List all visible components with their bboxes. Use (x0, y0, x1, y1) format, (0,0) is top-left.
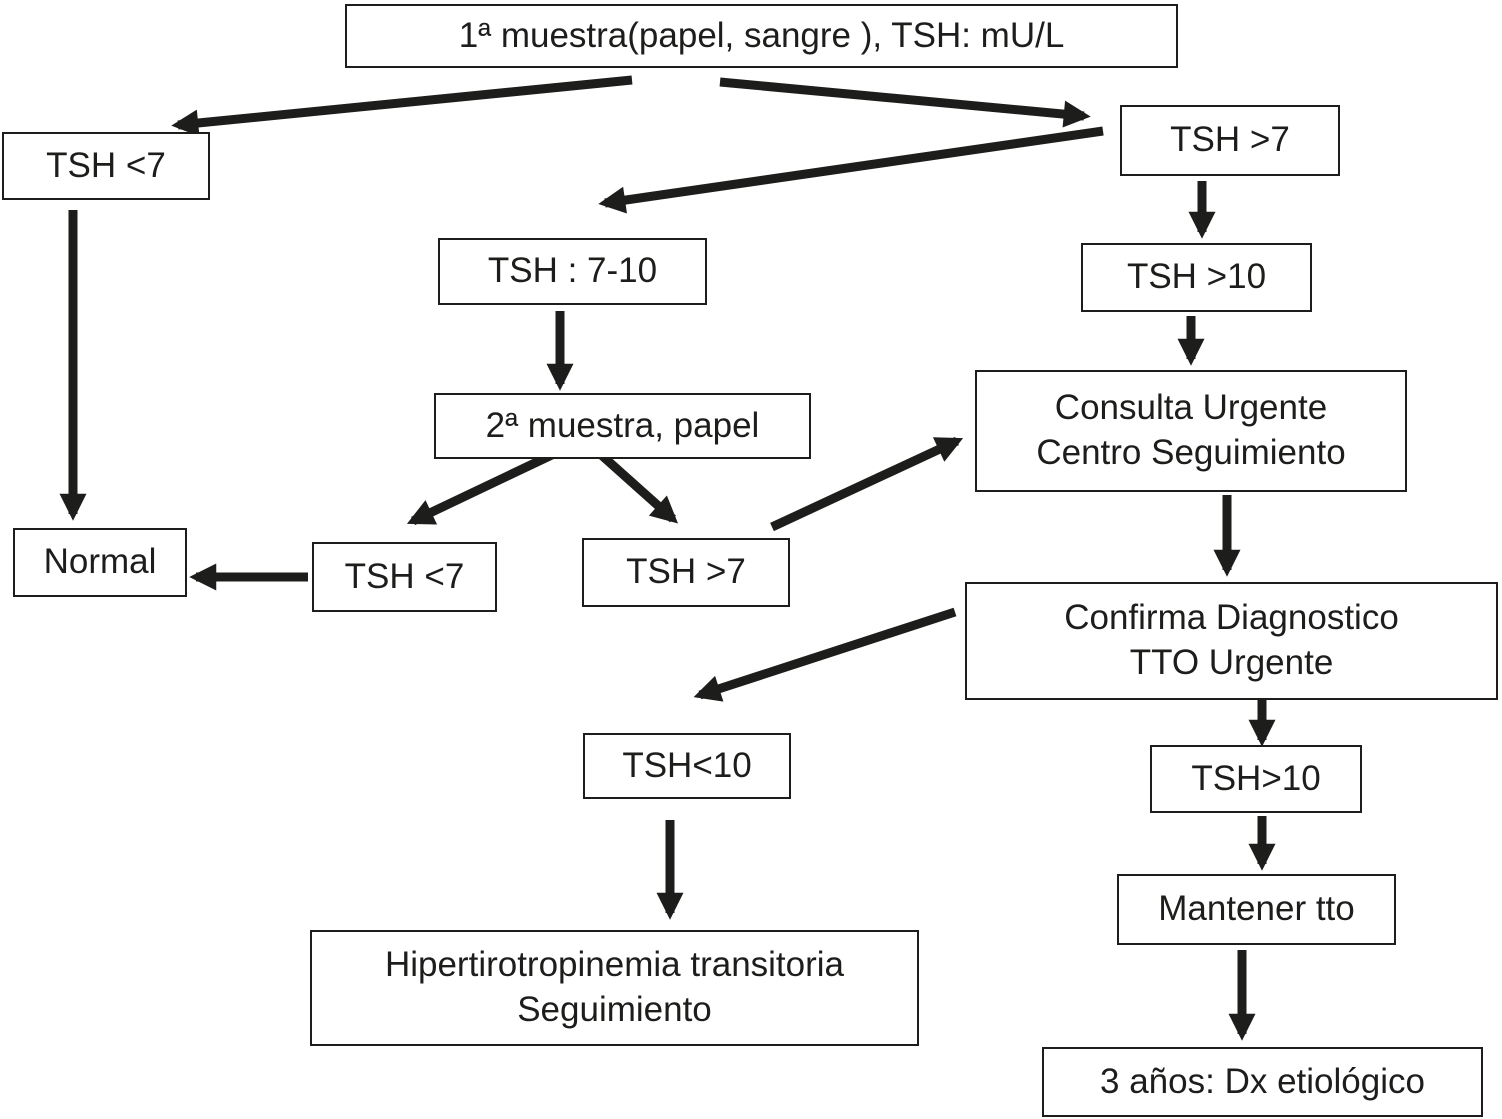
node-tsh-lt7-segunda-label: TSH <7 (344, 556, 465, 596)
node-dx-etiologico: 3 años: Dx etiológico (1042, 1047, 1483, 1117)
arrow-segunda-to-tsh-lt7b (406, 447, 560, 526)
node-confirma-diagnostico: Confirma Diagnostico TTO Urgente (965, 582, 1498, 700)
node-tsh-7-10: TSH : 7-10 (438, 238, 707, 305)
node-primera-muestra-label: 1ª muestra(papel, sangre ), TSH: mU/L (458, 15, 1065, 55)
node-hipertirotropinemia: Hipertirotropinemia transitoria Seguimie… (310, 930, 919, 1046)
node-segunda-muestra: 2ª muestra, papel (434, 393, 811, 459)
node-tsh-gt10-inicial-label: TSH >10 (1126, 257, 1267, 297)
node-tsh-gt10-control: TSH>10 (1150, 745, 1362, 813)
node-tsh-lt7-segunda: TSH <7 (312, 542, 497, 612)
arrow-primera-to-tsh-gt7a (719, 77, 1091, 128)
node-consulta-urgente: Consulta Urgente Centro Seguimiento (975, 370, 1407, 492)
node-consulta-urgente-label: Consulta Urgente Centro Seguimiento (1036, 388, 1346, 472)
node-tsh-7-10-label: TSH : 7-10 (487, 251, 658, 291)
node-tsh-lt7-inicial-label: TSH <7 (46, 145, 166, 185)
node-tsh-lt7-inicial: TSH <7 (2, 132, 210, 200)
node-tsh-lt10: TSH<10 (583, 733, 791, 799)
node-segunda-muestra-label: 2ª muestra, papel (485, 405, 760, 445)
arrow-segunda-to-tsh-gt7b (595, 448, 679, 524)
node-primera-muestra: 1ª muestra(papel, sangre ), TSH: mU/L (345, 4, 1178, 68)
arrow-confirma-to-tsh-lt10 (693, 607, 957, 702)
node-mantener-tto: Mantener tto (1117, 874, 1396, 945)
node-normal-label: Normal (43, 542, 157, 582)
node-tsh-lt10-label: TSH<10 (622, 745, 752, 785)
node-normal: Normal (13, 528, 187, 597)
node-confirma-diagnostico-label: Confirma Diagnostico TTO Urgente (1064, 598, 1399, 682)
node-tsh-gt7-inicial-label: TSH >7 (1170, 120, 1290, 160)
arrow-primera-to-tsh-lt7a (171, 75, 633, 137)
node-mantener-tto-label: Mantener tto (1158, 889, 1355, 929)
node-tsh-gt10-inicial: TSH >10 (1081, 243, 1312, 312)
arrow-tsh-gt7a-to-tsh-7-10 (598, 126, 1104, 214)
node-tsh-gt7-segunda: TSH >7 (582, 538, 790, 607)
node-tsh-gt10-control-label: TSH>10 (1191, 758, 1321, 798)
node-hipertirotropinemia-label: Hipertirotropinemia transitoria Seguimie… (384, 945, 845, 1029)
node-tsh-gt7-segunda-label: TSH >7 (626, 552, 746, 592)
node-tsh-gt7-inicial: TSH >7 (1120, 105, 1340, 176)
node-dx-etiologico-label: 3 años: Dx etiológico (1100, 1061, 1425, 1101)
